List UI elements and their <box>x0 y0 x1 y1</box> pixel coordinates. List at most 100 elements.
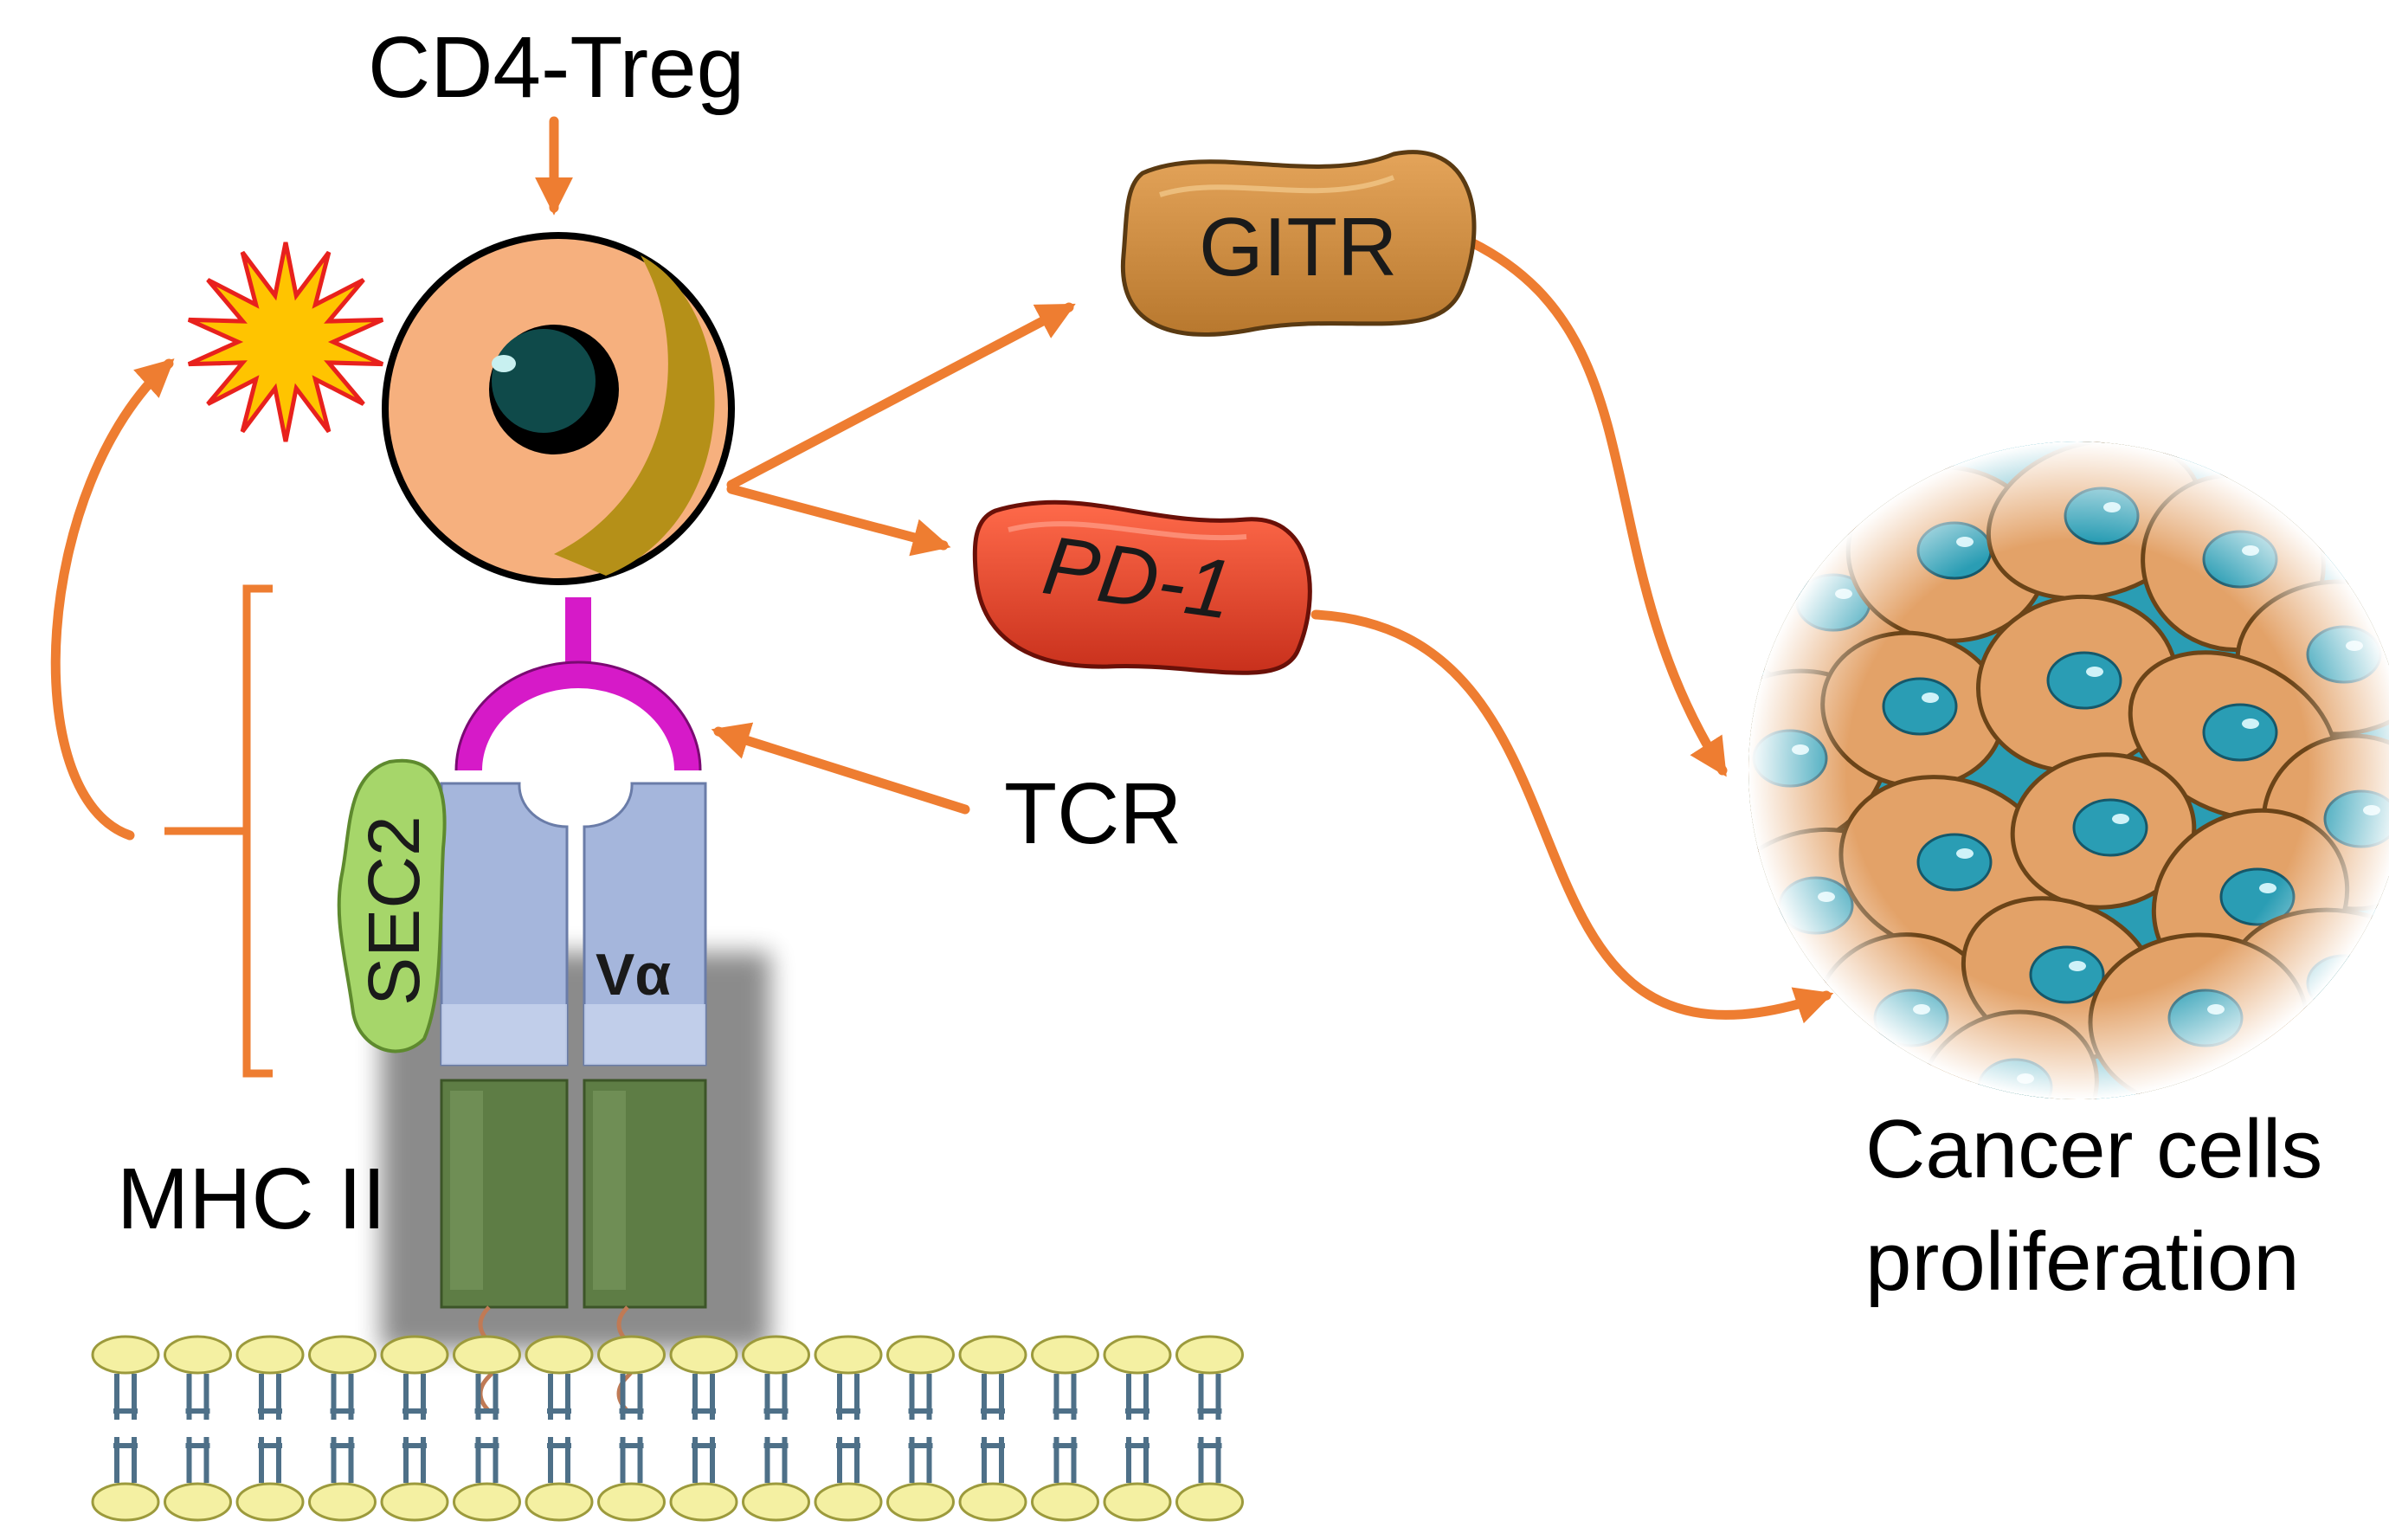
treg-label: CD4-Treg <box>368 19 745 116</box>
arrow-gitr-to-cancer <box>1466 237 1728 777</box>
lipid-head-bottom <box>91 1482 160 1522</box>
lipid-tails <box>330 1374 355 1483</box>
mhc-ii <box>440 1079 707 1413</box>
lipid-head-top <box>1031 1335 1099 1375</box>
gitr-label: GITR <box>1199 201 1398 293</box>
valpha-label: Vα <box>596 942 672 1008</box>
sec2-blob <box>337 758 447 1054</box>
lipid-head-top <box>597 1335 666 1375</box>
lipid-head-top <box>1103 1335 1172 1375</box>
tcr-chain-right-bevel <box>584 1004 705 1065</box>
treg-cell <box>382 232 735 585</box>
lipid-head-top <box>380 1335 449 1375</box>
lipid-head-bottom <box>669 1482 738 1522</box>
lipid-unit <box>453 1335 521 1522</box>
lipid-tails <box>836 1374 860 1483</box>
lipid-tails <box>402 1374 427 1483</box>
lipid-tails <box>619 1374 644 1483</box>
cell-membrane <box>91 1335 1244 1522</box>
lipid-unit <box>742 1335 810 1522</box>
tcr-chain-left-bevel <box>441 1004 567 1065</box>
lipid-head-bottom <box>886 1482 955 1522</box>
gitr-highlight <box>1159 175 1395 197</box>
lipid-head-top <box>742 1335 810 1375</box>
lipid-head-bottom <box>235 1482 305 1522</box>
arrow-tcr-label-to-tcr <box>711 722 970 815</box>
lipid-head-top <box>164 1335 232 1375</box>
lipid-head-bottom <box>164 1482 232 1522</box>
tcr-chains <box>440 782 707 1066</box>
pd1-highlight <box>1008 521 1247 541</box>
lipid-head-bottom <box>380 1482 449 1522</box>
tcr-chain-right <box>583 782 707 1066</box>
tcr-arc-outline <box>454 660 702 771</box>
lipid-head-bottom <box>597 1482 666 1522</box>
treg-nucleus <box>492 329 596 433</box>
lipid-head-bottom <box>1103 1482 1172 1522</box>
pd1-shape-group <box>972 499 1312 675</box>
mhc-chain-right-highlight <box>593 1091 626 1290</box>
pd1-shape <box>972 499 1312 675</box>
tcr-label: TCR <box>1004 765 1182 862</box>
lipid-head-top <box>814 1335 883 1375</box>
mhc-chain-left-highlight <box>450 1091 483 1290</box>
lipid-head-bottom <box>525 1482 594 1522</box>
lipid-head-top <box>525 1335 594 1375</box>
lipid-head-bottom <box>308 1482 377 1522</box>
arrow-treg-to-pd1 <box>726 484 951 557</box>
lipid-head-top <box>1175 1335 1244 1375</box>
cancer-cluster <box>1748 441 2389 1099</box>
gitr-shape <box>1120 150 1477 337</box>
lipid-tails <box>258 1374 282 1483</box>
lipid-unit <box>164 1335 232 1522</box>
lipid-head-top <box>886 1335 955 1375</box>
arrows <box>50 116 1834 1024</box>
lipid-unit <box>525 1335 594 1522</box>
lipid-tails <box>692 1374 716 1483</box>
lipid-head-bottom <box>1031 1482 1099 1522</box>
lipid-unit <box>235 1335 305 1522</box>
lipid-unit <box>597 1335 666 1522</box>
lipid-unit <box>308 1335 377 1522</box>
lipid-tails <box>1125 1374 1149 1483</box>
lipid-head-top <box>91 1335 160 1375</box>
lipid-tails <box>185 1374 210 1483</box>
lipid-unit <box>958 1335 1027 1522</box>
lipid-head-top <box>308 1335 377 1375</box>
mhc-label: MHC II <box>117 1150 387 1247</box>
lipid-head-top <box>958 1335 1027 1375</box>
tcr-arc <box>456 662 700 771</box>
lipid-unit <box>380 1335 449 1522</box>
lipid-unit <box>886 1335 955 1522</box>
tcr-chain-left <box>440 782 569 1066</box>
lipid-tails <box>763 1374 789 1483</box>
arrow-pd1-to-cancer <box>1310 609 1834 1024</box>
lipid-head-bottom <box>958 1482 1027 1522</box>
cancer-vignette <box>1748 441 2389 1099</box>
lipid-tails <box>1053 1374 1078 1483</box>
bracket <box>164 584 273 1078</box>
cancer-label-line2: proliferation <box>1865 1215 2300 1308</box>
lipid-unit <box>669 1335 738 1522</box>
lipid-tails <box>981 1374 1005 1483</box>
treg-cell-shading <box>554 255 715 576</box>
arrow-feedback-loop <box>50 358 175 841</box>
burst-shape <box>187 242 384 442</box>
lipid-head-bottom <box>453 1482 521 1522</box>
lipid-head-top <box>669 1335 738 1375</box>
lipid-tails <box>547 1374 571 1483</box>
lipid-head-bottom <box>814 1482 883 1522</box>
cancer-label-line1: Cancer cells <box>1865 1103 2323 1195</box>
gitr-shape-group <box>1120 150 1477 337</box>
lipid-unit <box>1031 1335 1099 1522</box>
lipid-unit <box>1175 1335 1244 1522</box>
treg-nucleus-highlight <box>492 355 516 372</box>
lipid-head-bottom <box>742 1482 810 1522</box>
lipid-tails <box>113 1374 138 1483</box>
sec2-label: SEC2 <box>353 815 435 1006</box>
explosion-star <box>187 242 384 442</box>
lipid-tails <box>474 1374 499 1483</box>
arrow-treg-to-gitr <box>726 302 1076 490</box>
receptor-shadow <box>381 952 770 1350</box>
